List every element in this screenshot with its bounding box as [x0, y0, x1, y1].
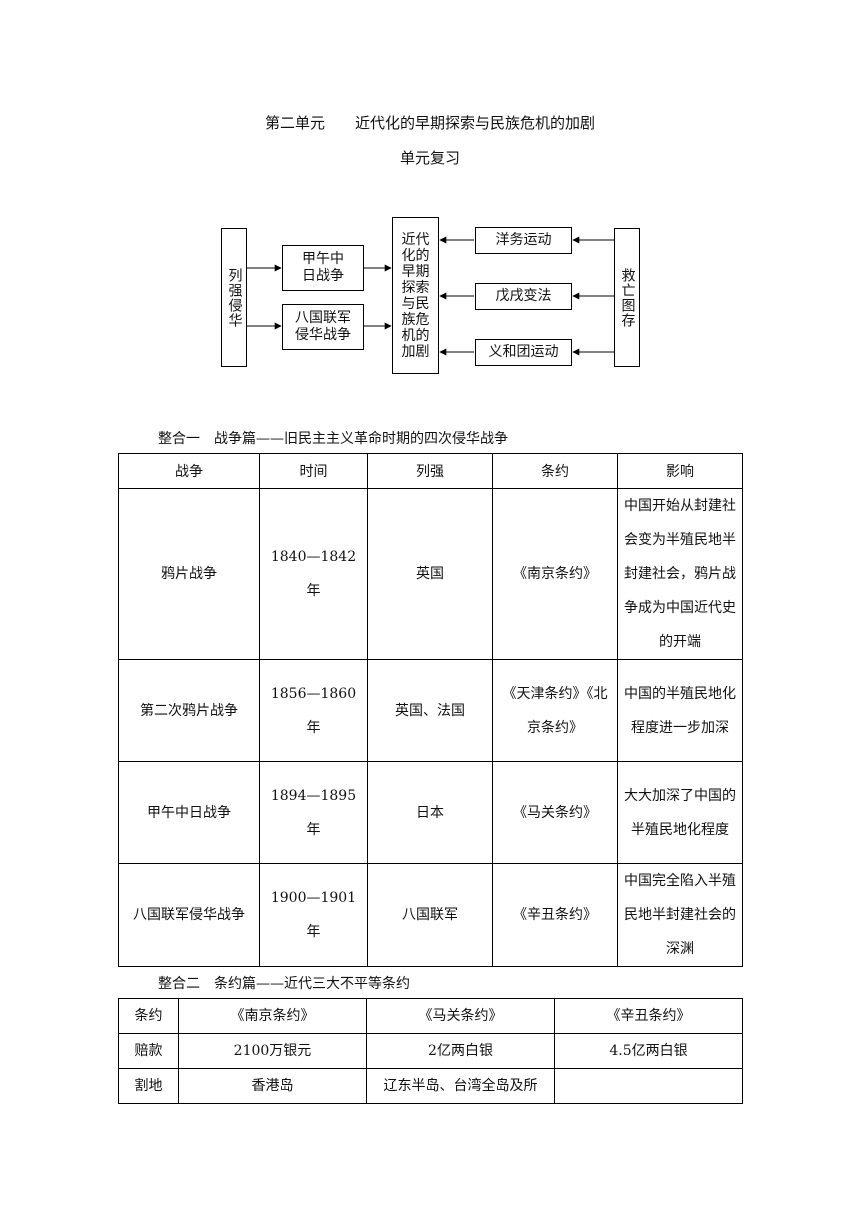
cell-treaty: 《辛丑条约》 — [492, 863, 618, 967]
treaties-table: 条约 《南京条约》 《马关条约》 《辛丑条约》 赔款 2100万银元 2亿两白银… — [118, 998, 743, 1104]
table-row: 甲午中日战争 1894—1895年 日本 《马关条约》 大大加深了中国的半殖民地… — [118, 761, 743, 864]
header-treaty: 条约 — [492, 453, 618, 489]
box-eight-nation-war: 八国联军 侵华战争 — [282, 304, 364, 350]
cell-war: 鸦片战争 — [118, 488, 260, 660]
box-national-salvation: 救亡图存 — [614, 228, 640, 367]
cell-impact: 中国的半殖民地化程度进一步加深 — [617, 659, 743, 762]
cell-war: 八国联军侵华战争 — [118, 863, 260, 967]
cell-treaty: 《南京条约》 — [492, 488, 618, 660]
cell-shimonoseki: 《马关条约》 — [366, 998, 555, 1034]
cell-boxer-protocol: 《辛丑条约》 — [554, 998, 743, 1034]
cell-impact: 大大加深了中国的半殖民地化程度 — [617, 761, 743, 864]
cell-boxer-protocol: 4.5亿两白银 — [554, 1033, 743, 1069]
header-war: 战争 — [118, 453, 260, 489]
table-row: 第二次鸦片战争 1856—1860年 英国、法国 《天津条约》《北京条约》 中国… — [118, 659, 743, 762]
war2-line2: 侵华战争 — [295, 327, 351, 343]
header-time: 时间 — [259, 453, 368, 489]
cell-time: 1900—1901年 — [259, 863, 368, 967]
page-title: 第二单元 近代化的早期探索与民族危机的加剧 — [264, 114, 595, 132]
cell-time: 1840—1842年 — [259, 488, 368, 660]
cell-shimonoseki: 辽东半岛、台湾全岛及所 — [366, 1068, 555, 1104]
table-row: 条约 《南京条约》 《马关条约》 《辛丑条约》 — [118, 998, 743, 1034]
cell-war: 第二次鸦片战争 — [118, 659, 260, 762]
cell-time: 1894—1895年 — [259, 761, 368, 864]
war2-line1: 八国联军 — [295, 310, 351, 326]
cell-powers: 八国联军 — [367, 863, 493, 967]
cell-treaty: 《马关条约》 — [492, 761, 618, 864]
cell-boxer-protocol — [554, 1068, 743, 1104]
box-sino-japanese-war: 甲午中 日战争 — [282, 245, 364, 291]
table-row: 赔款 2100万银元 2亿两白银 4.5亿两白银 — [118, 1033, 743, 1069]
cell-row-label: 赔款 — [118, 1033, 179, 1069]
cell-treaty: 《天津条约》《北京条约》 — [492, 659, 618, 762]
table-row: 鸦片战争 1840—1842年 英国 《南京条约》 中国开始从封建社会变为半殖民… — [118, 488, 743, 660]
cell-impact: 中国开始从封建社会变为半殖民地半封建社会，鸦片战争成为中国近代史的开端 — [617, 488, 743, 660]
section1-label: 整合一 战争篇——旧民主主义革命时期的四次侵华战争 — [158, 431, 508, 447]
concept-diagram: 列强侵华 甲午中 日战争 八国联军 侵华战争 近代化的早期探索与民族危机的加剧 … — [0, 0, 860, 400]
cell-shimonoseki: 2亿两白银 — [366, 1033, 555, 1069]
box-boxer: 义和团运动 — [475, 339, 572, 366]
cell-powers: 英国、法国 — [367, 659, 493, 762]
war1-line1: 甲午中 — [302, 251, 344, 267]
section2-label: 整合二 条约篇——近代三大不平等条约 — [158, 976, 410, 992]
cell-war: 甲午中日战争 — [118, 761, 260, 864]
header-powers: 列强 — [367, 453, 493, 489]
cell-nanjing: 2100万银元 — [178, 1033, 367, 1069]
table-row: 八国联军侵华战争 1900—1901年 八国联军 《辛丑条约》 中国完全陷入半殖… — [118, 863, 743, 967]
header-impact: 影响 — [617, 453, 743, 489]
page-subtitle: 单元复习 — [399, 149, 460, 167]
table-header-row: 战争 时间 列强 条约 影响 — [118, 453, 743, 489]
cell-nanjing: 《南京条约》 — [178, 998, 367, 1034]
box-reform: 戊戌变法 — [475, 283, 572, 310]
wars-table: 战争 时间 列强 条约 影响 鸦片战争 1840—1842年 英国 《南京条约》… — [118, 453, 743, 967]
diagram-arrows — [247, 236, 614, 356]
cell-row-label: 割地 — [118, 1068, 179, 1104]
box-westernization: 洋务运动 — [475, 227, 572, 254]
box-central-theme: 近代化的早期探索与民族危机的加剧 — [392, 217, 439, 374]
cell-powers: 日本 — [367, 761, 493, 864]
cell-nanjing: 香港岛 — [178, 1068, 367, 1104]
box-foreign-aggression: 列强侵华 — [221, 228, 247, 367]
cell-powers: 英国 — [367, 488, 493, 660]
cell-impact: 中国完全陷入半殖民地半封建社会的深渊 — [617, 863, 743, 967]
table-row: 割地 香港岛 辽东半岛、台湾全岛及所 — [118, 1068, 743, 1104]
cell-time: 1856—1860年 — [259, 659, 368, 762]
cell-row-label: 条约 — [118, 998, 179, 1034]
war1-line2: 日战争 — [302, 268, 344, 284]
